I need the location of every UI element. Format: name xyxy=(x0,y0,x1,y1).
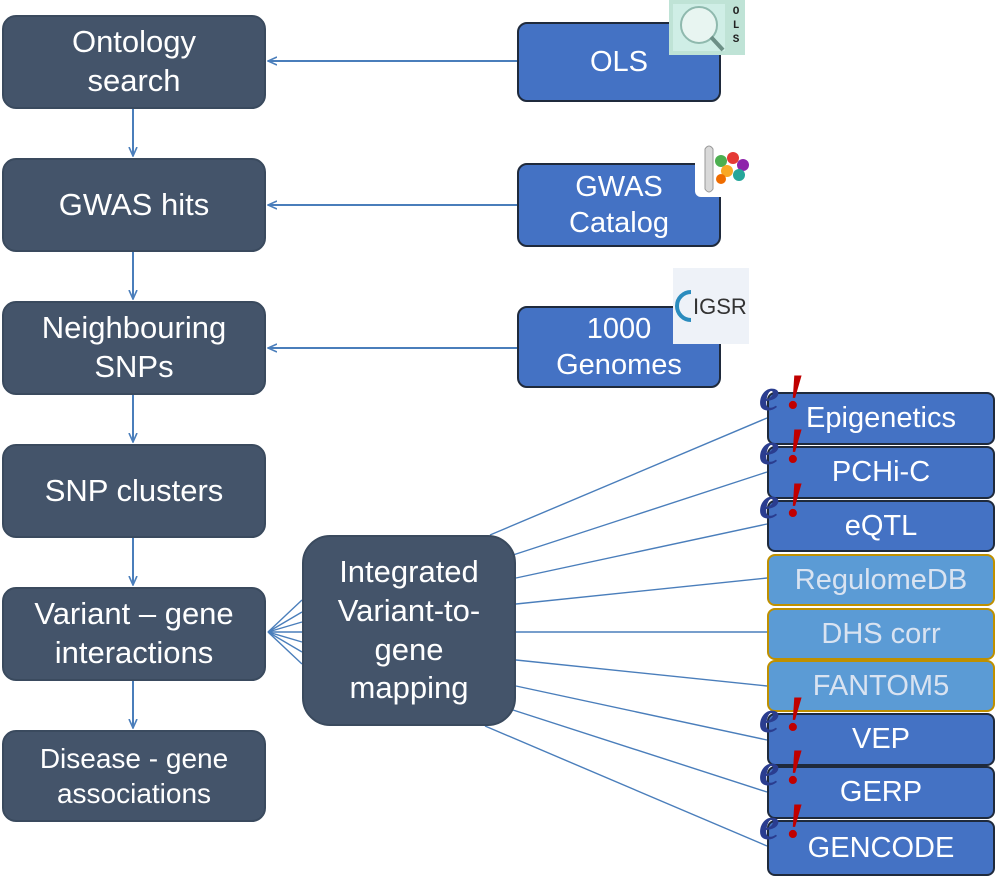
ensembl-logo-icon: e! xyxy=(755,363,815,429)
svg-text:O: O xyxy=(733,6,740,18)
svg-text:IGSR: IGSR xyxy=(693,294,747,319)
step-label: Neighbouring SNPs xyxy=(41,310,227,384)
step-label: Disease - gene associations xyxy=(39,743,229,809)
svg-text:!: ! xyxy=(785,418,804,473)
step-gwas-hits: GWAS hits xyxy=(2,158,266,252)
svg-text:!: ! xyxy=(785,739,804,794)
feature-label: FANTOM5 xyxy=(812,669,950,702)
feature-regulomedb: RegulomeDB xyxy=(767,554,995,606)
feature-epigenetics: Epigenetics xyxy=(767,392,995,445)
svg-text:!: ! xyxy=(785,472,804,527)
gwas-catalog-logo-icon xyxy=(695,141,753,197)
integrated-v2g-hub: Integrated Variant-to- gene mapping xyxy=(302,535,516,726)
step-ontology-search: Ontology search xyxy=(2,15,266,109)
svg-text:e: e xyxy=(759,744,779,795)
step-label: GWAS hits xyxy=(58,186,210,222)
svg-text:e: e xyxy=(759,477,779,528)
svg-text:e: e xyxy=(759,423,779,474)
hub-fan-connectors xyxy=(267,599,303,665)
ensembl-logo-icon: e! xyxy=(755,738,815,804)
feature-dhs-corr: DHS corr xyxy=(767,608,995,660)
svg-text:L: L xyxy=(733,20,740,32)
feature-label: DHS corr xyxy=(821,617,941,650)
feature-label: GERP xyxy=(839,776,923,808)
step-snp-clusters: SNP clusters xyxy=(2,444,266,538)
svg-text:!: ! xyxy=(785,686,804,741)
ensembl-logo-icon: e! xyxy=(755,471,815,537)
svg-text:e: e xyxy=(759,798,779,849)
ensembl-logo-icon: e! xyxy=(755,417,815,483)
feature-label: RegulomeDB xyxy=(794,563,968,596)
step-variant-gene-interactions: Variant – gene interactions xyxy=(2,587,266,681)
feature-label: PCHi-C xyxy=(831,456,931,488)
feature-label: GENCODE xyxy=(807,831,955,864)
source-gwas-catalog: GWAS Catalog xyxy=(517,163,721,247)
source-label: OLS xyxy=(589,45,649,78)
feature-label: VEP xyxy=(851,723,911,755)
step-label: Variant – gene interactions xyxy=(34,596,234,670)
source-label: GWAS Catalog xyxy=(569,170,669,239)
ensembl-logo-icon: e! xyxy=(755,792,815,858)
svg-text:e: e xyxy=(759,369,779,420)
step-label: Ontology search xyxy=(71,24,197,98)
feature-label: eQTL xyxy=(844,509,918,542)
feature-label: Epigenetics xyxy=(806,402,956,434)
feature-gencode: GENCODE xyxy=(767,820,995,876)
svg-text:!: ! xyxy=(785,793,804,848)
source-label: 1000 Genomes xyxy=(556,312,682,381)
step-label: SNP clusters xyxy=(44,472,224,508)
igsr-logo-icon: IGSR xyxy=(673,268,749,344)
svg-text:S: S xyxy=(733,34,740,46)
ols-logo-icon: O L S xyxy=(669,0,745,55)
feature-pchic: PCHi-C xyxy=(767,446,995,499)
feature-connectors xyxy=(484,417,768,847)
ensembl-logo-icon: e! xyxy=(755,685,815,751)
feature-eqtl: eQTL xyxy=(767,500,995,552)
feature-gerp: GERP xyxy=(767,766,995,819)
feature-fantom5: FANTOM5 xyxy=(767,660,995,712)
svg-text:e: e xyxy=(759,691,779,742)
feature-vep: VEP xyxy=(767,713,995,766)
step-disease-gene-associations: Disease - gene associations xyxy=(2,730,266,822)
step-neighbouring-snps: Neighbouring SNPs xyxy=(2,301,266,395)
hub-label: Integrated Variant-to- gene mapping xyxy=(337,554,481,706)
svg-text:!: ! xyxy=(785,364,804,419)
